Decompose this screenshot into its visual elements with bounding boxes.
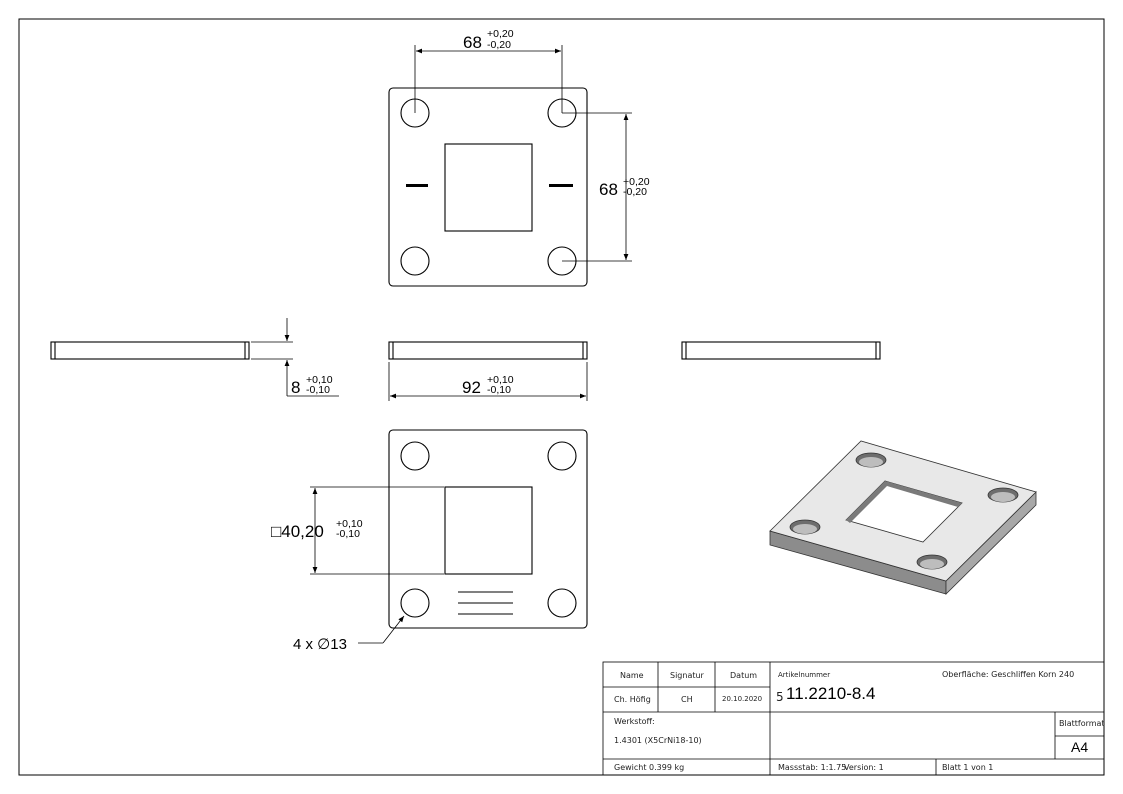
bottom-view-hole	[547, 588, 577, 618]
dim-thickness	[251, 318, 339, 397]
top-view	[388, 87, 588, 287]
dim-hole-spacing-x-value: 68	[463, 33, 482, 52]
dim-thickness-tol-upper: +0,10	[306, 374, 333, 386]
top-view-hole	[400, 246, 430, 276]
dim-hole-spacing-y-value: 68	[599, 180, 618, 199]
title-block	[602, 661, 1105, 776]
dim-hole-spacing-y-tol-lower: -0,20	[623, 186, 647, 198]
engraving-mark-left	[406, 184, 428, 187]
dim-square-opening	[310, 486, 444, 575]
blattformat-label: Blattformat	[1059, 719, 1105, 728]
dim-square-opening-value: □40,20	[271, 522, 324, 541]
top-view-outline	[388, 87, 588, 287]
side-view-front	[388, 341, 588, 360]
artikelnummer-prefix: 5	[776, 690, 784, 704]
title-block-header-name: Name	[620, 671, 644, 680]
top-view-square-opening	[444, 143, 533, 232]
version: Version: 1	[844, 763, 884, 772]
dim-hole-spacing-y-tol-upper: +0,20	[623, 176, 650, 188]
werkstoff-label: Werkstoff:	[614, 717, 655, 726]
artikelnummer-label: Artikelnummer	[778, 671, 831, 679]
dim-square-opening-tol-lower: -0,10	[336, 528, 360, 540]
dim-hole-spacing-x-tol-lower: -0,20	[487, 39, 511, 51]
artikelnummer: 11.2210-8.4	[786, 684, 876, 703]
bottom-view-hole	[400, 441, 430, 471]
hole-callout-leader	[358, 615, 405, 644]
dim-width-tol-upper: +0,10	[487, 374, 514, 386]
side-view-left	[50, 341, 250, 360]
dim-square-opening-tol-upper: +0,10	[336, 518, 363, 530]
side-views	[50, 341, 881, 360]
blattformat: A4	[1071, 739, 1089, 755]
isometric-view	[769, 440, 1037, 595]
hole-callout: 4 x ∅13	[293, 636, 347, 653]
side-view-right	[681, 341, 881, 360]
dim-hole-spacing-x	[414, 45, 563, 113]
dim-hole-spacing-y	[562, 112, 632, 262]
dim-width-tol-lower: -0,10	[487, 384, 511, 396]
massstab: Massstab: 1:1.75	[778, 763, 847, 772]
engraving-mark-right	[549, 184, 573, 187]
dim-thickness-tol-lower: -0,10	[306, 384, 330, 396]
oberflaeche: Oberfläche: Geschliffen Korn 240	[942, 670, 1075, 679]
title-block-value-name: Ch. Höfig	[614, 695, 651, 704]
iso-square-hole-wall	[846, 481, 962, 523]
dim-hole-spacing-x-tol-upper: +0,20	[487, 28, 514, 40]
bottom-view-square-opening	[444, 486, 533, 575]
dim-width-value: 92	[462, 378, 481, 397]
title-block-header-datum: Datum	[730, 671, 758, 680]
blatt: Blatt 1 von 1	[942, 763, 994, 772]
title-block-value-signatur: CH	[681, 695, 693, 704]
bottom-view-hole	[547, 441, 577, 471]
title-block-header-signatur: Signatur	[670, 671, 704, 680]
bottom-view	[388, 429, 588, 629]
bottom-view-hole	[400, 588, 430, 618]
werkstoff: 1.4301 (X5CrNi18-10)	[614, 736, 702, 745]
sheet-border	[18, 18, 1105, 776]
title-block-value-datum: 20.10.2020	[722, 695, 763, 703]
bottom-view-outline	[388, 429, 588, 629]
gewicht: Gewicht 0.399 kg	[614, 763, 685, 772]
dim-width	[388, 362, 588, 401]
dim-thickness-value: 8	[291, 378, 300, 397]
